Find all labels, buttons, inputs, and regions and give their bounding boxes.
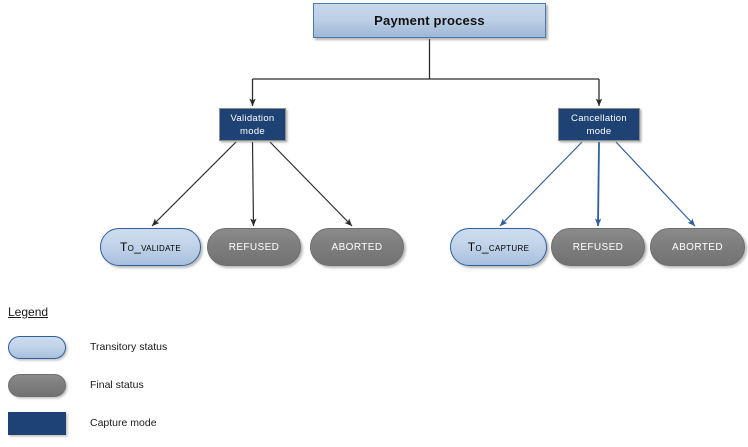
node-cancellation-mode-line2: mode xyxy=(586,125,612,137)
legend-item-transitory-status-label: Transitory status xyxy=(90,341,168,353)
legend-item-capture-mode-label: Capture mode xyxy=(90,417,157,429)
node-cancellation-mode-label: Cancellation mode xyxy=(571,112,627,138)
node-cancellation-mode-line1: Cancellation xyxy=(571,112,627,124)
legend-title: Legend xyxy=(8,305,49,319)
edge-root-bus xyxy=(249,39,603,107)
node-validation-mode-line1: Validation xyxy=(230,112,275,124)
node-validation-mode[interactable]: Validation mode xyxy=(219,108,286,141)
legend: Legend Transitory status Final status Ca… xyxy=(8,303,248,447)
legend-item-final-status-label: Final status xyxy=(90,379,144,391)
legend-item-transitory-status: Transitory status xyxy=(8,333,248,361)
node-status-refused-validation[interactable]: REFUSED xyxy=(207,228,301,266)
legend-swatch-final-icon xyxy=(8,373,66,397)
node-status-aborted-validation[interactable]: ABORTED xyxy=(310,228,404,266)
edge-validation-to-to-validate xyxy=(151,141,237,227)
legend-swatch-transitory-icon xyxy=(8,335,66,359)
diagram-canvas: Payment process Validation mode Cancella… xyxy=(8,3,745,435)
edge-cancellation-to-refused xyxy=(594,141,602,227)
node-validation-mode-label: Validation mode xyxy=(230,112,274,138)
node-status-to-capture-label: To_capture xyxy=(467,240,530,254)
edge-cancellation-to-to-capture xyxy=(499,141,583,227)
node-payment-process-label: Payment process xyxy=(374,13,485,28)
legend-item-final-status: Final status xyxy=(8,371,248,399)
legend-swatch-capture-icon xyxy=(8,411,66,435)
node-payment-process[interactable]: Payment process xyxy=(313,3,546,38)
node-status-aborted-cancellation[interactable]: ABORTED xyxy=(650,228,745,266)
node-cancellation-mode[interactable]: Cancellation mode xyxy=(558,108,640,141)
node-status-to-validate[interactable]: To_validate xyxy=(100,228,201,266)
node-status-to-validate-label: To_validate xyxy=(119,240,182,254)
node-status-refused-cancellation[interactable]: REFUSED xyxy=(551,228,645,266)
edge-cancellation-to-aborted xyxy=(615,141,696,227)
edge-validation-to-aborted xyxy=(269,141,353,227)
node-status-to-capture[interactable]: To_capture xyxy=(450,228,547,266)
edge-validation-to-refused xyxy=(250,141,257,227)
node-status-refused-validation-label: REFUSED xyxy=(228,241,280,253)
node-status-aborted-cancellation-label: ABORTED xyxy=(672,241,723,253)
node-status-aborted-validation-label: ABORTED xyxy=(331,241,383,253)
node-status-refused-cancellation-label: REFUSED xyxy=(572,241,624,253)
legend-item-capture-mode: Capture mode xyxy=(8,409,248,437)
node-validation-mode-line2: mode xyxy=(240,125,265,137)
